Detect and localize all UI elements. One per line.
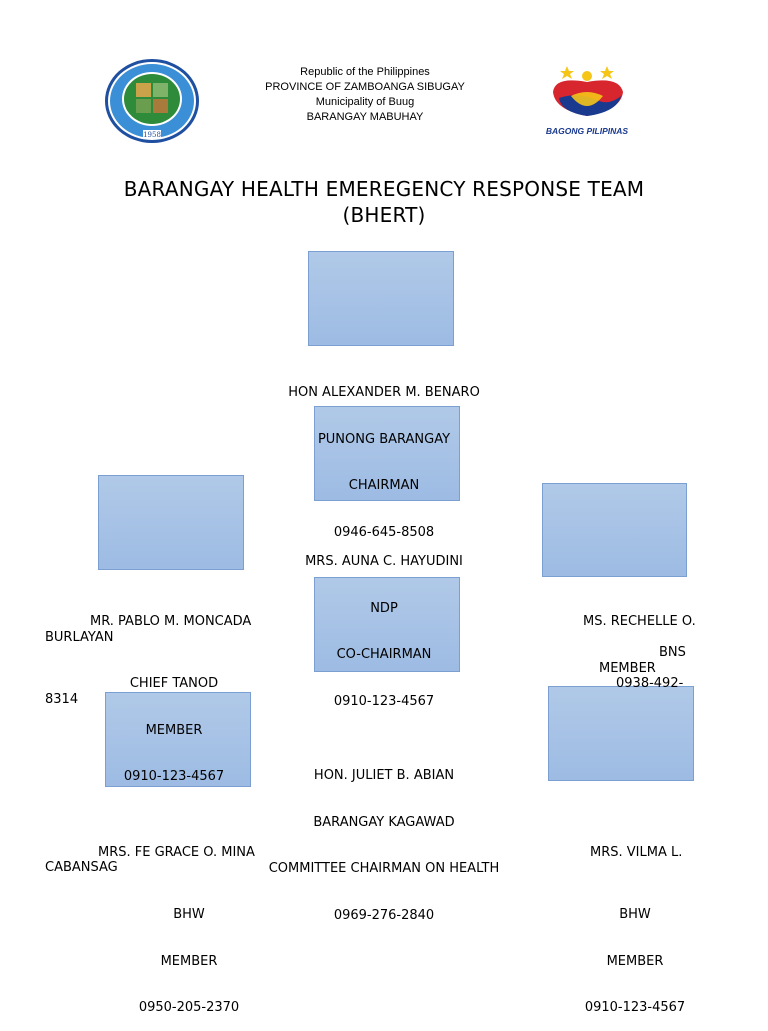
bhw1-details: BHW MEMBER 0950-205-2370: [89, 876, 289, 1031]
bhw1-role: MEMBER: [160, 953, 218, 969]
bns-position: BNS: [659, 645, 686, 660]
photo-bhw-2: [548, 686, 694, 781]
logo-text: BAGONG PILIPINAS: [545, 126, 629, 136]
tanod-name-b: BURLAYAN: [45, 630, 114, 645]
chairman-position: PUNONG BARANGAY: [317, 431, 451, 447]
bns-name: MS. RECHELLE O.: [583, 614, 696, 629]
tanod-role: MEMBER: [145, 722, 203, 738]
bhw2-role: MEMBER: [606, 953, 664, 969]
seal-year: 1958: [143, 131, 161, 139]
bhw1-name-a: MRS. FE GRACE O. MINA: [98, 845, 255, 860]
photo-chief-tanod: [98, 475, 244, 570]
chairman-role: CHAIRMAN: [348, 478, 420, 493]
bhw2-phone: 0910-123-4567: [584, 1000, 686, 1015]
health-name: HON. JULIET B. ABIAN: [313, 768, 455, 783]
letterhead: Republic of the Philippines PROVINCE OF …: [240, 65, 490, 125]
tanod-position: CHIEF TANOD: [129, 676, 219, 691]
photo-bhw-1: [105, 692, 251, 787]
chairman-block: HON ALEXANDER M. BENARO PUNONG BARANGAY …: [234, 354, 534, 556]
province-line: PROVINCE OF ZAMBOANGA SIBUGAY: [265, 81, 465, 93]
bhw1-name-b: CABANSAG: [45, 860, 118, 875]
cochairman-name: MRS. AUNA C. HAYUDINI: [305, 554, 463, 569]
photo-bns: [542, 483, 687, 577]
tanod-name-a: MR. PABLO M. MONCADA: [90, 614, 252, 629]
health-role: COMMITTEE CHAIRMAN ON HEALTH: [268, 861, 500, 876]
tanod-phone: 0910-123-4567: [123, 769, 225, 784]
bhw1-position: BHW: [173, 907, 205, 922]
chairman-phone: 0946-645-8508: [333, 524, 435, 540]
chairman-name: HON ALEXANDER M. BENARO: [288, 385, 480, 400]
bns-phone-b: 8314: [45, 692, 79, 707]
health-position: BARANGAY KAGAWAD: [313, 814, 455, 830]
health-chairman-block: HON. JULIET B. ABIAN BARANGAY KAGAWAD CO…: [234, 737, 534, 939]
municipality-line: Municipality of Buug: [315, 96, 415, 108]
tanod-details: CHIEF TANOD MEMBER 0910-123-4567: [74, 645, 274, 800]
barangay-line: BARANGAY MABUHAY: [306, 111, 424, 123]
title-line-2: (BHERT): [342, 203, 426, 227]
photo-health-chairman: [314, 577, 460, 672]
bagong-pilipinas-logo: BAGONG PILIPINAS: [537, 62, 637, 136]
document-title: BARANGAY HEALTH EMEREGENCY RESPONSE TEAM…: [0, 176, 768, 228]
bhw2-name: MRS. VILMA L.: [590, 845, 683, 860]
bhw2-position: BHW: [619, 907, 651, 922]
bns-role: MEMBER: [599, 661, 656, 676]
cochairman-block: MRS. AUNA C. HAYUDINI NDP CO-CHAIRMAN 09…: [234, 523, 534, 725]
bhw2-details: BHW MEMBER 0910-123-4567: [545, 876, 725, 1031]
cochairman-phone: 0910-123-4567: [333, 693, 435, 709]
photo-chairman: [308, 251, 454, 346]
bns-phone-a: 0938-492-: [616, 676, 684, 691]
photo-cochairman: [314, 406, 460, 501]
cochairman-position: NDP: [370, 600, 398, 616]
title-line-1: BARANGAY HEALTH EMEREGENCY RESPONSE TEAM: [123, 177, 645, 201]
health-phone: 0969-276-2840: [333, 907, 435, 923]
cochairman-role: CO-CHAIRMAN: [336, 647, 432, 662]
republic-line: Republic of the Philippines: [300, 66, 430, 78]
barangay-seal: 1958: [103, 57, 201, 145]
bhw1-phone: 0950-205-2370: [138, 1000, 240, 1015]
